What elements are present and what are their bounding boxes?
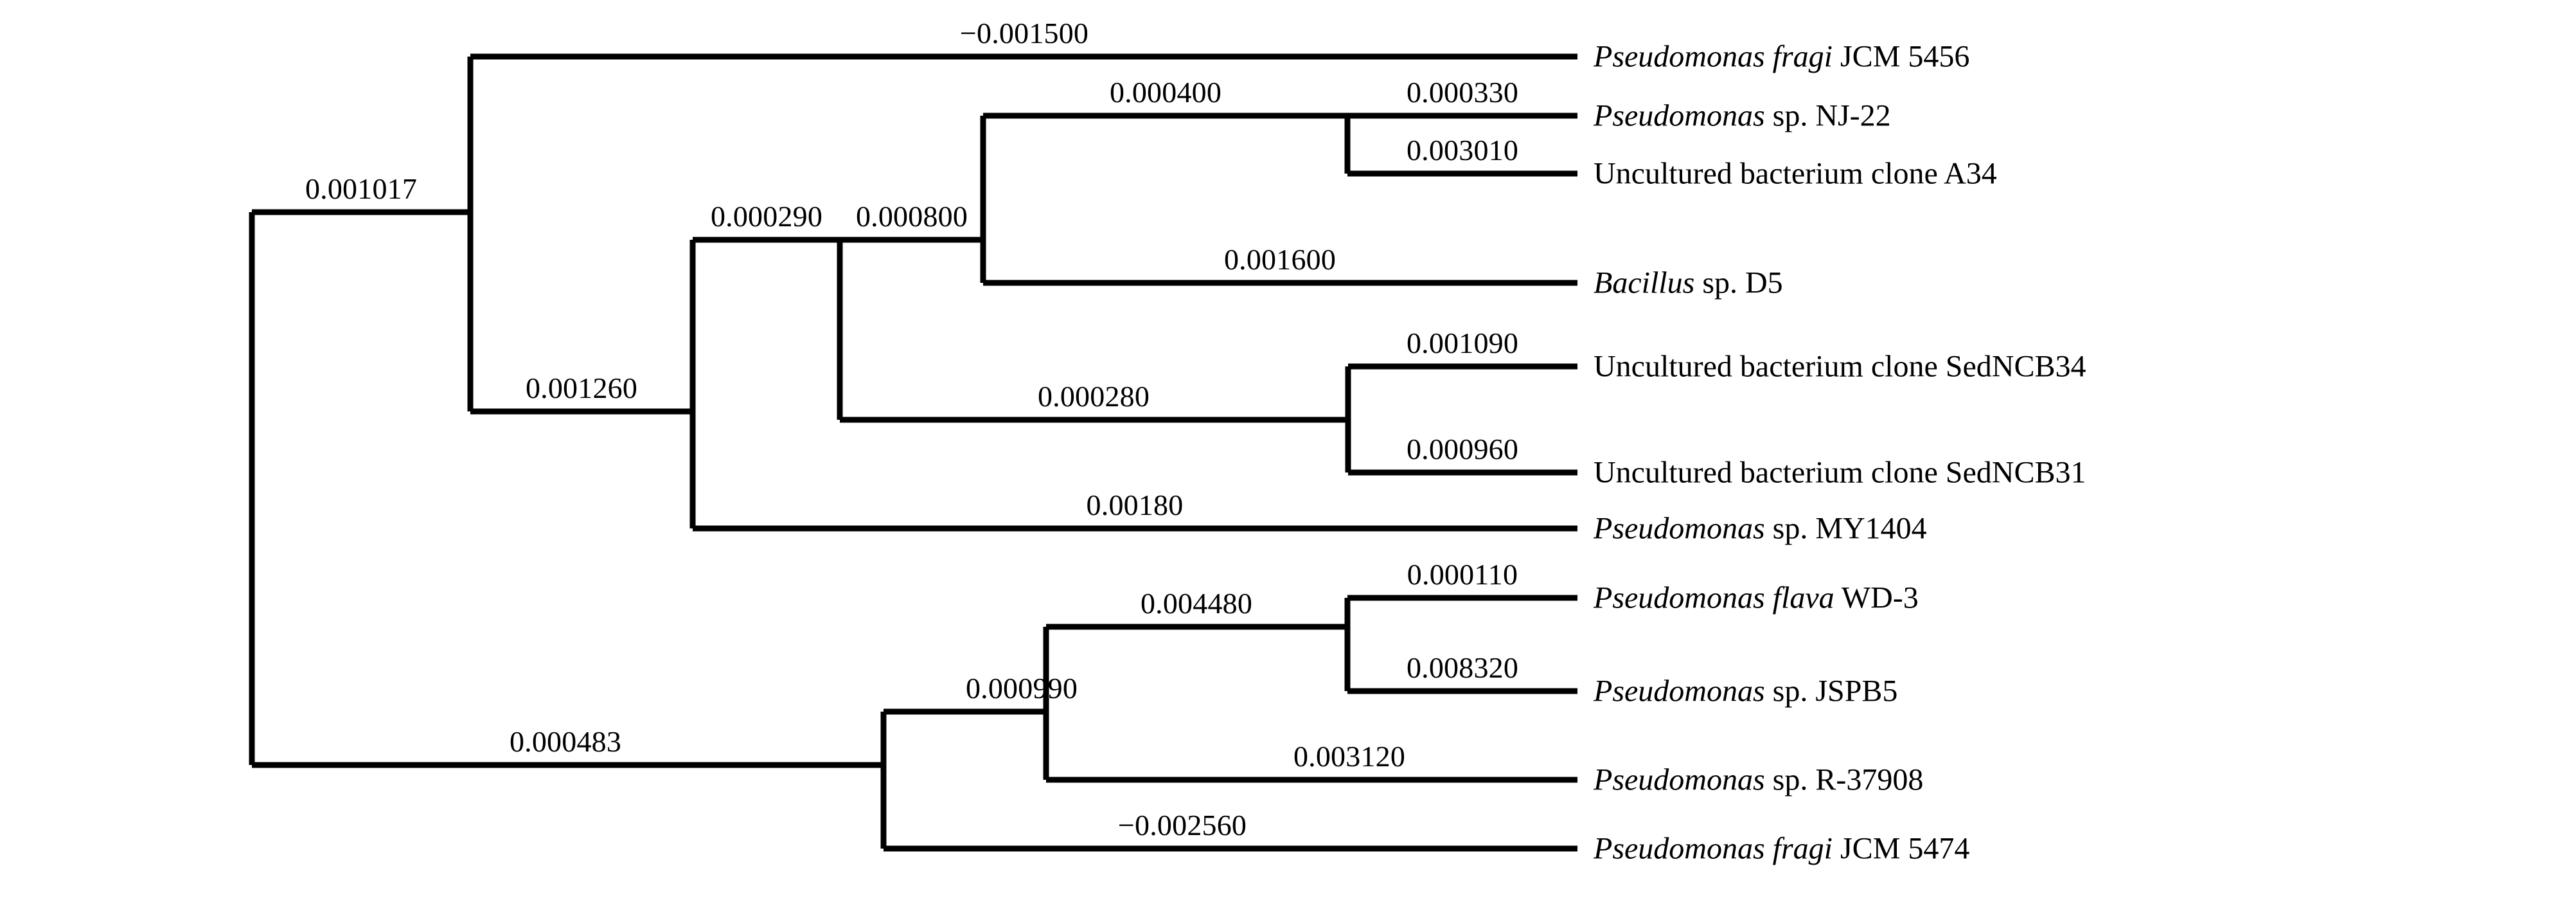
taxon-genus-species: Pseudomonas — [1594, 511, 1765, 546]
branch-label-r37908: 0.003120 — [1293, 740, 1406, 773]
taxon-label-sedncb31: Uncultured bacterium clone SedNCB31 — [1594, 455, 2086, 491]
branch-label-jspb5: 0.008320 — [1406, 651, 1519, 684]
taxon-label-nj22: Pseudomonas sp. NJ-22 — [1594, 98, 1891, 134]
taxon-genus-species: Pseudomonas fragi — [1594, 39, 1833, 74]
taxon-genus-species: Pseudomonas — [1594, 674, 1765, 708]
branch-label-node-c: 0.000290 — [710, 200, 823, 233]
taxon-genus-species: Pseudomonas flava — [1594, 580, 1834, 615]
branch-label-node-f: 0.000280 — [1037, 380, 1150, 413]
taxon-label-bacillus-d5: Bacillus sp. D5 — [1594, 266, 1783, 301]
taxon-genus-species: Pseudomonas — [1594, 98, 1765, 133]
branch-label-my1404: 0.00180 — [1086, 489, 1184, 521]
taxon-strain: Uncultured bacterium clone SedNCB34 — [1594, 349, 2086, 384]
taxon-strain: sp. MY1404 — [1764, 511, 1927, 546]
taxon-strain: sp. JSPB5 — [1764, 674, 1898, 708]
branch-label-flava-wd3: 0.000110 — [1407, 558, 1518, 591]
taxon-label-fragi-5456: Pseudomonas fragi JCM 5456 — [1594, 39, 1969, 75]
taxon-label-r37908: Pseudomonas sp. R-37908 — [1594, 762, 1923, 798]
branch-label-a34: 0.003010 — [1406, 134, 1519, 166]
taxon-label-jspb5: Pseudomonas sp. JSPB5 — [1594, 674, 1897, 709]
taxon-genus-species: Pseudomonas — [1594, 762, 1765, 797]
taxon-genus-species: Bacillus — [1594, 266, 1695, 300]
taxon-label-my1404: Pseudomonas sp. MY1404 — [1594, 511, 1927, 546]
branch-label-fragi-5474: −0.002560 — [1117, 809, 1247, 842]
branch-label-lower-clade: 0.000483 — [509, 725, 622, 758]
branch-label-sedncb34: 0.001090 — [1406, 327, 1519, 359]
branch-label-sedncb31: 0.000960 — [1406, 433, 1519, 465]
branch-label-nj22: 0.000330 — [1406, 76, 1519, 109]
taxon-label-fragi-5474: Pseudomonas fragi JCM 5474 — [1594, 831, 1969, 867]
taxon-strain: sp. NJ-22 — [1764, 98, 1891, 133]
branch-label-node-d: 0.000800 — [855, 200, 968, 233]
taxon-strain: JCM 5474 — [1833, 831, 1970, 866]
branch-label-node-b: 0.001260 — [525, 372, 638, 404]
taxon-label-sedncb34: Uncultured bacterium clone SedNCB34 — [1594, 349, 2086, 384]
branch-label-node-h: 0.000990 — [965, 672, 1078, 705]
taxon-strain: JCM 5456 — [1833, 39, 1970, 74]
taxon-strain: sp. D5 — [1694, 266, 1783, 300]
taxon-genus-species: Pseudomonas fragi — [1594, 831, 1833, 866]
branch-label-bacillus-d5: 0.001600 — [1223, 243, 1337, 276]
taxon-strain: sp. R-37908 — [1764, 762, 1924, 797]
taxon-label-a34: Uncultured bacterium clone A34 — [1594, 156, 1997, 192]
branch-label-node-i: 0.004480 — [1140, 587, 1253, 620]
branch-label-fragi-5456: −0.001500 — [959, 17, 1089, 50]
taxon-strain: Uncultured bacterium clone A34 — [1594, 156, 1997, 191]
taxon-strain: WD-3 — [1834, 580, 1919, 615]
branch-label-node-e: 0.000400 — [1109, 76, 1222, 109]
branch-label-upper-clade: 0.001017 — [305, 172, 418, 205]
taxon-label-flava-wd3: Pseudomonas flava WD-3 — [1594, 580, 1919, 616]
taxon-strain: Uncultured bacterium clone SedNCB31 — [1594, 455, 2086, 490]
